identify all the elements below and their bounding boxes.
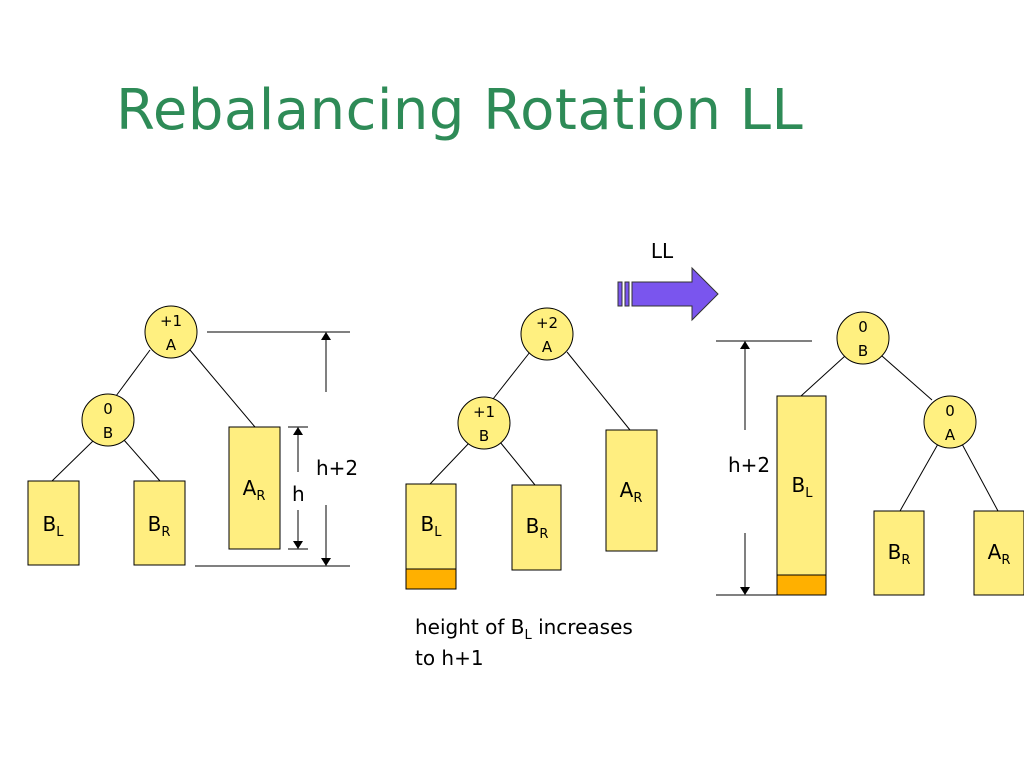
box-main: A — [988, 540, 1002, 564]
edge-b-bl — [429, 441, 471, 485]
svg-text:BR: BR — [526, 514, 549, 542]
svg-text:BL: BL — [792, 473, 814, 501]
box-main: B — [792, 473, 806, 497]
box-sub: R — [161, 525, 170, 540]
subtree-box-bl: BL — [27, 480, 80, 566]
subtree-box-ar: AR — [228, 426, 281, 550]
box-sub: R — [539, 527, 548, 542]
node-balance: +2 — [536, 314, 558, 332]
edge-a-b — [492, 351, 531, 400]
node-name: A — [945, 426, 956, 444]
box-sub: R — [901, 553, 910, 568]
box-main: A — [243, 476, 257, 500]
edge-b-br — [123, 439, 161, 482]
box-sub: L — [56, 525, 64, 540]
node-balance: +1 — [160, 312, 182, 330]
subtree-box-bl: BL — [776, 395, 827, 596]
edge-a-ar — [566, 351, 631, 431]
box-sub: L — [805, 486, 813, 501]
subtree-box-br: BR — [133, 480, 186, 566]
tree-node-a: +2 A — [520, 307, 574, 361]
edge-a-br — [899, 443, 939, 512]
svg-text:AR: AR — [620, 478, 643, 506]
svg-text:BL: BL — [43, 512, 65, 540]
box-main: B — [526, 514, 540, 538]
height-label-outer: h+2 — [316, 456, 358, 480]
box-sub: R — [1001, 553, 1010, 568]
diagram-after-rotation: 0 B 0 A BL BR AR h+2 — [716, 311, 1024, 596]
subtree-box-br: BR — [511, 484, 562, 571]
node-balance: 0 — [103, 400, 113, 418]
tree-node-a: +1 A — [144, 305, 198, 359]
subtree-box-br: BR — [873, 510, 925, 596]
caption-line-2: to h+1 — [415, 646, 484, 670]
box-main: B — [421, 512, 435, 536]
node-name: B — [103, 424, 113, 442]
node-name: A — [166, 336, 177, 354]
edge-a-ar — [189, 349, 256, 428]
edge-b-br — [499, 441, 536, 486]
box-main: A — [620, 478, 634, 502]
box-sub: L — [434, 525, 442, 540]
slide-title: Rebalancing Rotation LL — [116, 78, 804, 143]
subtree-box-ar: AR — [605, 429, 658, 552]
svg-text:AR: AR — [243, 476, 266, 504]
rotation-label: LL — [651, 239, 674, 263]
box-main: B — [888, 540, 902, 564]
subtree-box-ar: AR — [973, 510, 1024, 596]
box-main: B — [148, 512, 162, 536]
edge-a-b — [115, 349, 151, 397]
height-increase-highlight — [405, 568, 457, 590]
node-name: B — [479, 427, 489, 445]
edge-b-bl — [800, 355, 846, 397]
node-balance: 0 — [945, 402, 955, 420]
height-increase-highlight — [776, 574, 827, 596]
tree-node-a: 0 A — [923, 395, 977, 449]
box-sub: R — [256, 489, 265, 504]
svg-text:BL: BL — [421, 512, 443, 540]
rotation-indicator: LL — [617, 239, 719, 322]
edge-b-bl — [51, 439, 95, 482]
svg-text:BR: BR — [888, 540, 911, 568]
svg-text:BR: BR — [148, 512, 171, 540]
diagram-after-insert: +2 A +1 B BL BR AR height of BL increase… — [405, 307, 658, 670]
subtree-box-bl: BL — [405, 483, 457, 590]
box-main: B — [43, 512, 57, 536]
height-label: h+2 — [728, 453, 770, 477]
node-balance: +1 — [473, 403, 495, 421]
tree-node-b: 0 B — [81, 393, 135, 447]
box-sub: R — [633, 491, 642, 506]
tree-node-b: +1 B — [457, 396, 511, 450]
node-name: B — [858, 342, 868, 360]
node-name: A — [542, 338, 553, 356]
diagram-before-insert: +1 A 0 B BL BR AR h+2 h — [27, 305, 358, 567]
caption-line-1: height of BL increases — [415, 615, 633, 643]
tree-node-b: 0 B — [836, 311, 890, 365]
right-arrow-icon — [617, 266, 719, 322]
edge-a-ar — [961, 443, 999, 512]
edge-b-a — [881, 355, 933, 401]
height-label-inner: h — [292, 482, 305, 506]
node-balance: 0 — [858, 318, 868, 336]
svg-text:AR: AR — [988, 540, 1011, 568]
